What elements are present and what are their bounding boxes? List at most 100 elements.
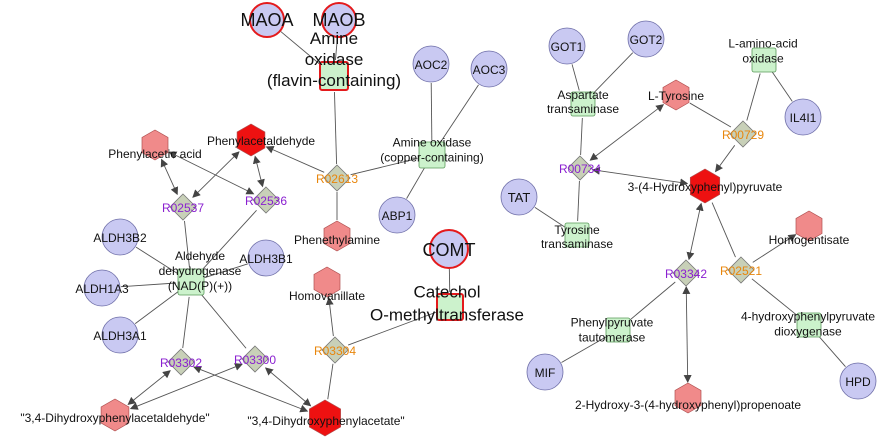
metabolite-label-hpp: 3-(4-Hydroxyphenyl)pyruvate xyxy=(628,180,783,194)
reaction-label-r02521: R02521 xyxy=(720,264,762,278)
enzyme-label-aldehyde-dehydrogenase-line-2: (NAD(P)(+)) xyxy=(168,279,232,293)
enzyme-node-amine-oxidase-flavin[interactable] xyxy=(319,61,349,91)
reaction-node-r02537[interactable] xyxy=(169,193,197,221)
reaction-label-r02536: R02536 xyxy=(245,194,287,208)
gene-label-aldh3a1: ALDH3A1 xyxy=(93,329,147,343)
reaction-node-r03300[interactable] xyxy=(241,345,269,373)
edge-il4i1-l-amino-acid-oxidase xyxy=(771,71,793,102)
metabolite-node-phenethylamine[interactable] xyxy=(323,220,351,252)
metabolite-node-phenylacetaldehyde[interactable] xyxy=(236,123,266,157)
enzyme-node-l-amino-acid-oxidase[interactable] xyxy=(751,47,777,73)
reaction-node-r00729[interactable] xyxy=(729,120,757,148)
edge-l-tyrosine-r00729 xyxy=(689,102,732,128)
enzyme-node-aldehyde-dehydrogenase[interactable] xyxy=(177,268,205,296)
edge-hpd-hppd xyxy=(817,335,846,367)
node-layer xyxy=(83,2,877,437)
gene-node-got1[interactable] xyxy=(548,27,586,65)
metabolite-node-homovanillate[interactable] xyxy=(313,266,341,298)
enzyme-node-catechol-omt[interactable] xyxy=(436,293,464,321)
edge-hppd-r02521 xyxy=(751,278,799,317)
edge-aldh3b2-aldehyde-dehydrogenase xyxy=(135,246,179,275)
metabolite-node-dopal[interactable] xyxy=(100,398,130,432)
edge-hpp-r00734 xyxy=(591,166,689,187)
enzyme-node-hppd[interactable] xyxy=(796,312,822,338)
metabolite-label-homogentisate: Homogentisate xyxy=(769,233,850,247)
gene-label-abp1: ABP1 xyxy=(382,209,413,223)
edge-dopac-r03304 xyxy=(327,363,334,400)
gene-label-maoa: MAOA xyxy=(240,10,293,30)
edge-catechol-omt-r03304 xyxy=(347,311,437,346)
gene-node-tat[interactable] xyxy=(500,178,538,216)
enzyme-label-amine-oxidase-flavin-line-1: oxidase xyxy=(305,50,364,69)
edge-phenylacetic-acid-r02536 xyxy=(168,151,255,195)
reaction-node-r03302[interactable] xyxy=(167,348,195,376)
enzyme-node-amine-oxidase-copper[interactable] xyxy=(418,141,446,169)
enzyme-node-phenylpyruvate-tautomerase[interactable] xyxy=(605,317,631,343)
metabolite-label-phenylacetic-acid: Phenylacetic acid xyxy=(108,147,201,161)
gene-node-aoc3[interactable] xyxy=(470,50,508,88)
enzyme-label-tyrosine-transaminase-line-1: transaminase xyxy=(541,237,613,251)
edge-r02613-phenylacetaldehyde xyxy=(265,146,325,173)
gene-node-aldh1a3[interactable] xyxy=(83,269,121,307)
reaction-node-r02536[interactable] xyxy=(252,186,280,214)
edge-aoc2-amine-oxidase-copper xyxy=(430,82,433,141)
gene-label-aoc2: AOC2 xyxy=(415,58,448,72)
metabolite-node-l-tyrosine[interactable] xyxy=(662,79,690,111)
reaction-label-r03342: R03342 xyxy=(665,267,707,281)
metabolite-node-phenylacetic-acid[interactable] xyxy=(141,129,169,161)
reaction-node-r00734[interactable] xyxy=(567,155,593,181)
enzyme-label-amine-oxidase-copper-line-1: (copper-containing) xyxy=(380,151,483,165)
metabolite-label-phenethylamine: Phenethylamine xyxy=(294,233,380,247)
edge-amine-oxidase-flavin-r02613 xyxy=(334,91,338,165)
edge-r03304-homovanillate xyxy=(325,296,334,337)
gene-node-maob[interactable] xyxy=(321,2,357,38)
edge-hpp-r02521 xyxy=(711,202,736,258)
reaction-node-r03304[interactable] xyxy=(321,336,349,364)
gene-node-il4i1[interactable] xyxy=(784,98,822,136)
edge-amine-oxidase-copper-r02613 xyxy=(350,158,418,176)
enzyme-label-l-amino-acid-oxidase-line-0: L-amino-acid xyxy=(728,37,797,51)
enzyme-label-amine-oxidase-copper-line-0: Amine oxidase xyxy=(393,136,472,150)
gene-node-aoc2[interactable] xyxy=(412,45,450,83)
gene-label-comt: COMT xyxy=(423,240,476,260)
metabolite-node-dopac[interactable] xyxy=(309,399,341,437)
enzyme-label-hppd-line-0: 4-hydroxyphenylpyruvate xyxy=(741,310,875,324)
edge-phenylacetaldehyde-r02536 xyxy=(252,155,265,188)
edge-maoa-amine-oxidase-flavin xyxy=(280,31,323,67)
gene-label-aldh1a3: ALDH1A3 xyxy=(75,282,129,296)
gene-node-maoa[interactable] xyxy=(249,2,285,38)
reaction-node-r03342[interactable] xyxy=(672,259,700,287)
enzyme-label-phenylpyruvate-tautomerase-line-1: tautomerase xyxy=(579,331,646,345)
metabolite-label-homovanillate: Homovanillate xyxy=(289,289,365,303)
edge-layer xyxy=(120,31,846,413)
enzyme-label-hppd-line-1: dioxygenase xyxy=(774,325,842,339)
edge-aoc3-amine-oxidase-copper xyxy=(439,84,479,143)
edge-aldh1a3-aldehyde-dehydrogenase xyxy=(120,282,177,288)
metabolite-label-dopac: "3,4-Dihydroxyphenylacetate" xyxy=(247,414,404,428)
gene-label-maob: MAOB xyxy=(312,10,365,30)
metabolite-node-hpp[interactable] xyxy=(689,168,721,204)
gene-node-abp1[interactable] xyxy=(378,196,416,234)
reaction-node-r02521[interactable] xyxy=(727,256,755,284)
enzyme-node-aspartate-transaminase[interactable] xyxy=(570,91,596,117)
enzyme-node-tyrosine-transaminase[interactable] xyxy=(564,222,590,248)
metabolite-node-hhpp[interactable] xyxy=(674,382,702,414)
gene-node-hpd[interactable] xyxy=(839,362,877,400)
edge-l-amino-acid-oxidase-r00729 xyxy=(746,73,761,121)
edge-hpp-r03342 xyxy=(686,202,704,261)
enzyme-label-catechol-omt-line-0: Catechol xyxy=(413,282,480,301)
gene-node-aldh3b1[interactable] xyxy=(247,239,285,277)
gene-node-got2[interactable] xyxy=(627,20,665,58)
gene-node-comt[interactable] xyxy=(429,229,469,269)
gene-node-aldh3a1[interactable] xyxy=(101,316,139,354)
enzyme-label-tyrosine-transaminase-line-0: Tyrosine xyxy=(554,223,600,237)
gene-node-aldh3b2[interactable] xyxy=(101,218,139,256)
reaction-node-r02613[interactable] xyxy=(323,164,351,192)
gene-label-tat: TAT xyxy=(508,190,531,205)
gene-label-aldh3b2: ALDH3B2 xyxy=(93,231,147,245)
metabolite-node-homogentisate[interactable] xyxy=(795,210,823,242)
edge-aldh3b1-aldehyde-dehydrogenase xyxy=(205,263,249,278)
gene-node-mif[interactable] xyxy=(526,353,564,391)
